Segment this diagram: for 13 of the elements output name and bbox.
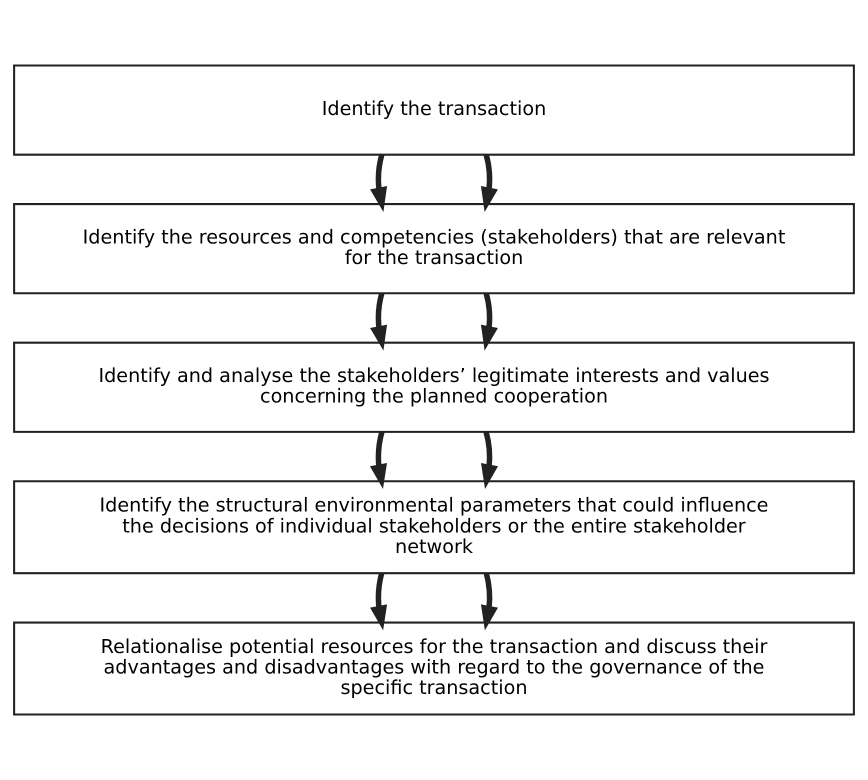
node-box: Identify the transaction (13, 64, 855, 156)
arrow (481, 431, 498, 489)
arrow (480, 154, 498, 212)
arrow (370, 572, 388, 630)
arrow (370, 431, 387, 489)
node-box: Relationalise potential resources for the transaction and discuss their advantages and disadvantages with regard to the governance of the specific transaction (13, 622, 855, 716)
arrow (370, 154, 388, 212)
arrow (480, 572, 498, 630)
node-box: Identify the structural environmental parameters that could influence the decisions of individual stakeholders or the entire stakeholder network (13, 480, 855, 574)
arrow (480, 292, 498, 351)
arrow (370, 292, 388, 351)
node-box: Identify the resources and competencies (stakeholders) that are relevant for the transaction (13, 203, 855, 294)
node-box: Identify and analyse the stakeholders’ legitimate interests and values concerning the planned cooperation (13, 342, 855, 433)
